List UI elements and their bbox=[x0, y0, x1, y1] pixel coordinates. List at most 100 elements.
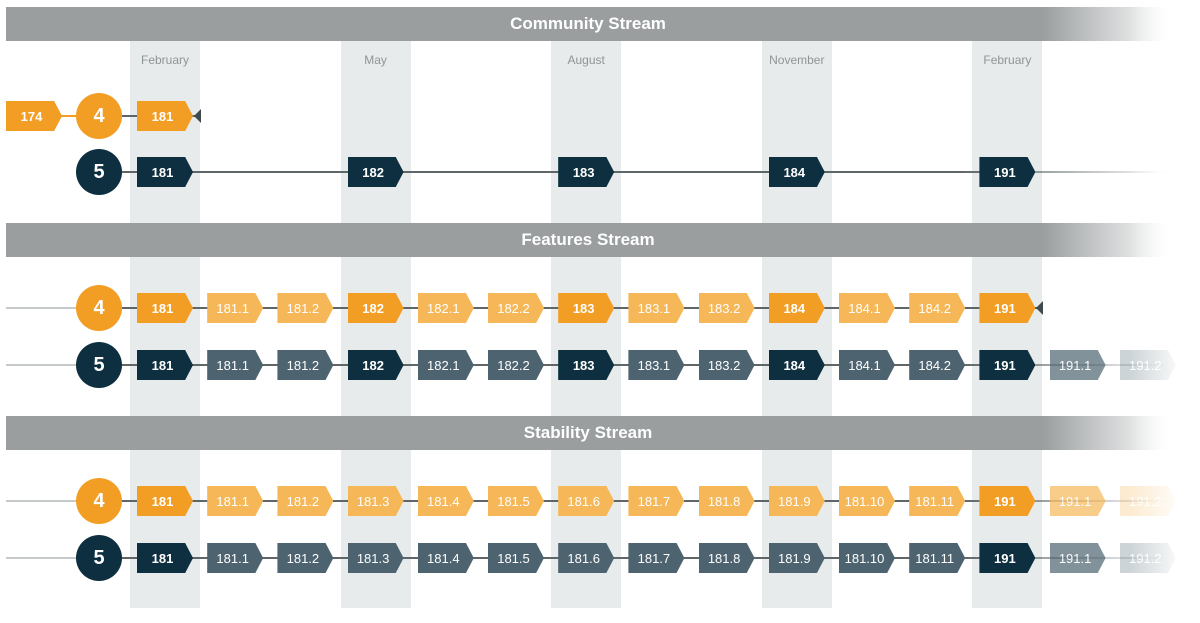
timeline-line bbox=[6, 500, 76, 502]
month-column bbox=[340, 41, 411, 223]
stream-header: Stability Stream bbox=[6, 416, 1170, 450]
release-tag: 181.8 bbox=[698, 486, 755, 516]
release-tag: 181.11 bbox=[909, 543, 966, 573]
release-tag: 184.1 bbox=[839, 350, 895, 380]
month-column bbox=[130, 41, 200, 223]
release-tag: 181.5 bbox=[488, 486, 544, 516]
version-circle: 5 bbox=[76, 342, 122, 388]
release-tag: 181.9 bbox=[768, 486, 825, 516]
month-label: August bbox=[567, 53, 605, 67]
month-column bbox=[551, 41, 622, 223]
release-tag: 183 bbox=[558, 157, 615, 187]
month-column bbox=[761, 450, 832, 608]
release-tag: 181 bbox=[137, 350, 193, 380]
release-tag: 181.9 bbox=[768, 543, 825, 573]
release-tag: 181.10 bbox=[839, 543, 895, 573]
version-circle: 4 bbox=[76, 93, 122, 139]
release-tag: 182.1 bbox=[417, 293, 474, 323]
release-tag: 181.7 bbox=[628, 486, 685, 516]
timeline-line bbox=[6, 557, 76, 559]
stream-title: Stability Stream bbox=[523, 423, 653, 442]
release-tag: 182 bbox=[347, 350, 404, 380]
release-tag: 191.2 bbox=[1119, 543, 1176, 573]
month-column bbox=[761, 41, 832, 223]
month-label: February bbox=[140, 53, 190, 67]
stream-header: Community Stream bbox=[6, 7, 1170, 41]
release-tag: 191 bbox=[979, 157, 1036, 187]
release-tag: 181.2 bbox=[277, 543, 334, 573]
release-tag: 183 bbox=[558, 350, 615, 380]
release-tag: 181.1 bbox=[207, 293, 264, 323]
timeline-line bbox=[50, 115, 90, 117]
release-tag: 183.2 bbox=[698, 350, 755, 380]
release-tag: 191 bbox=[979, 543, 1036, 573]
month-label: February bbox=[983, 53, 1032, 67]
month-column bbox=[130, 257, 200, 416]
release-tag: 184.1 bbox=[839, 293, 895, 323]
release-tag: 181 bbox=[137, 101, 193, 131]
timeline-line bbox=[6, 364, 76, 366]
month-column bbox=[761, 257, 832, 416]
release-tag: 181.4 bbox=[417, 543, 474, 573]
release-tag: 191 bbox=[979, 486, 1036, 516]
month-column bbox=[340, 450, 411, 608]
release-tag: 181.4 bbox=[417, 486, 474, 516]
release-tag: 182.2 bbox=[488, 350, 544, 380]
release-tag: 182 bbox=[347, 157, 404, 187]
timeline-line bbox=[6, 307, 76, 309]
release-tag: 183 bbox=[558, 293, 615, 323]
release-tag: 181 bbox=[137, 157, 193, 187]
month-column bbox=[551, 257, 622, 416]
release-tag: 184.2 bbox=[909, 293, 966, 323]
month-label: May bbox=[364, 53, 387, 67]
release-tag: 181.3 bbox=[347, 543, 404, 573]
release-tag: 181.11 bbox=[909, 486, 966, 516]
release-tag: 182.1 bbox=[417, 350, 474, 380]
end-of-life-marker bbox=[1036, 301, 1044, 315]
release-tag: 181.5 bbox=[488, 543, 544, 573]
release-tag: 181.2 bbox=[277, 293, 334, 323]
release-tag: 182 bbox=[347, 293, 404, 323]
release-tag: 191.1 bbox=[1049, 543, 1106, 573]
stream-title: Features Stream bbox=[521, 230, 655, 249]
release-tag: 181.6 bbox=[558, 543, 615, 573]
release-tag: 183.1 bbox=[628, 293, 685, 323]
release-tag: 181.2 bbox=[277, 350, 334, 380]
month-column bbox=[340, 257, 411, 416]
release-tag: 191.1 bbox=[1049, 350, 1106, 380]
edge-fade bbox=[1130, 0, 1200, 623]
month-column bbox=[551, 450, 622, 608]
release-tag: 181 bbox=[137, 293, 193, 323]
release-tag: 181.2 bbox=[277, 486, 334, 516]
release-tag: 183.2 bbox=[698, 293, 755, 323]
release-tag: 181 bbox=[137, 486, 193, 516]
release-tag: 184.2 bbox=[909, 350, 966, 380]
release-tag: 191 bbox=[979, 350, 1036, 380]
release-tag: 181.1 bbox=[207, 543, 264, 573]
release-tag: 191 bbox=[979, 293, 1036, 323]
release-tag: 191.1 bbox=[1049, 486, 1106, 516]
release-tag: 181.1 bbox=[207, 350, 264, 380]
month-column bbox=[972, 41, 1043, 223]
release-tag: 181.3 bbox=[347, 486, 404, 516]
release-tag: 174 bbox=[6, 101, 62, 131]
end-of-life-marker bbox=[194, 109, 201, 123]
month-column bbox=[972, 450, 1043, 608]
release-tag: 181.1 bbox=[207, 486, 264, 516]
release-tag: 184 bbox=[768, 157, 825, 187]
version-circle: 5 bbox=[76, 149, 122, 195]
release-tag: 181.7 bbox=[628, 543, 685, 573]
stream-title: Community Stream bbox=[510, 14, 666, 33]
month-column bbox=[972, 257, 1043, 416]
release-tag: 191.2 bbox=[1119, 350, 1176, 380]
timeline-line bbox=[122, 171, 1170, 173]
version-circle: 4 bbox=[76, 285, 122, 331]
release-tag: 182.2 bbox=[488, 293, 544, 323]
release-tag: 183.1 bbox=[628, 350, 685, 380]
version-circle: 4 bbox=[76, 478, 122, 524]
release-tag: 181.8 bbox=[698, 543, 755, 573]
release-tag: 184 bbox=[768, 293, 825, 323]
release-tag: 181.6 bbox=[558, 486, 615, 516]
release-tag: 181.10 bbox=[839, 486, 895, 516]
release-tag: 191.2 bbox=[1119, 486, 1176, 516]
